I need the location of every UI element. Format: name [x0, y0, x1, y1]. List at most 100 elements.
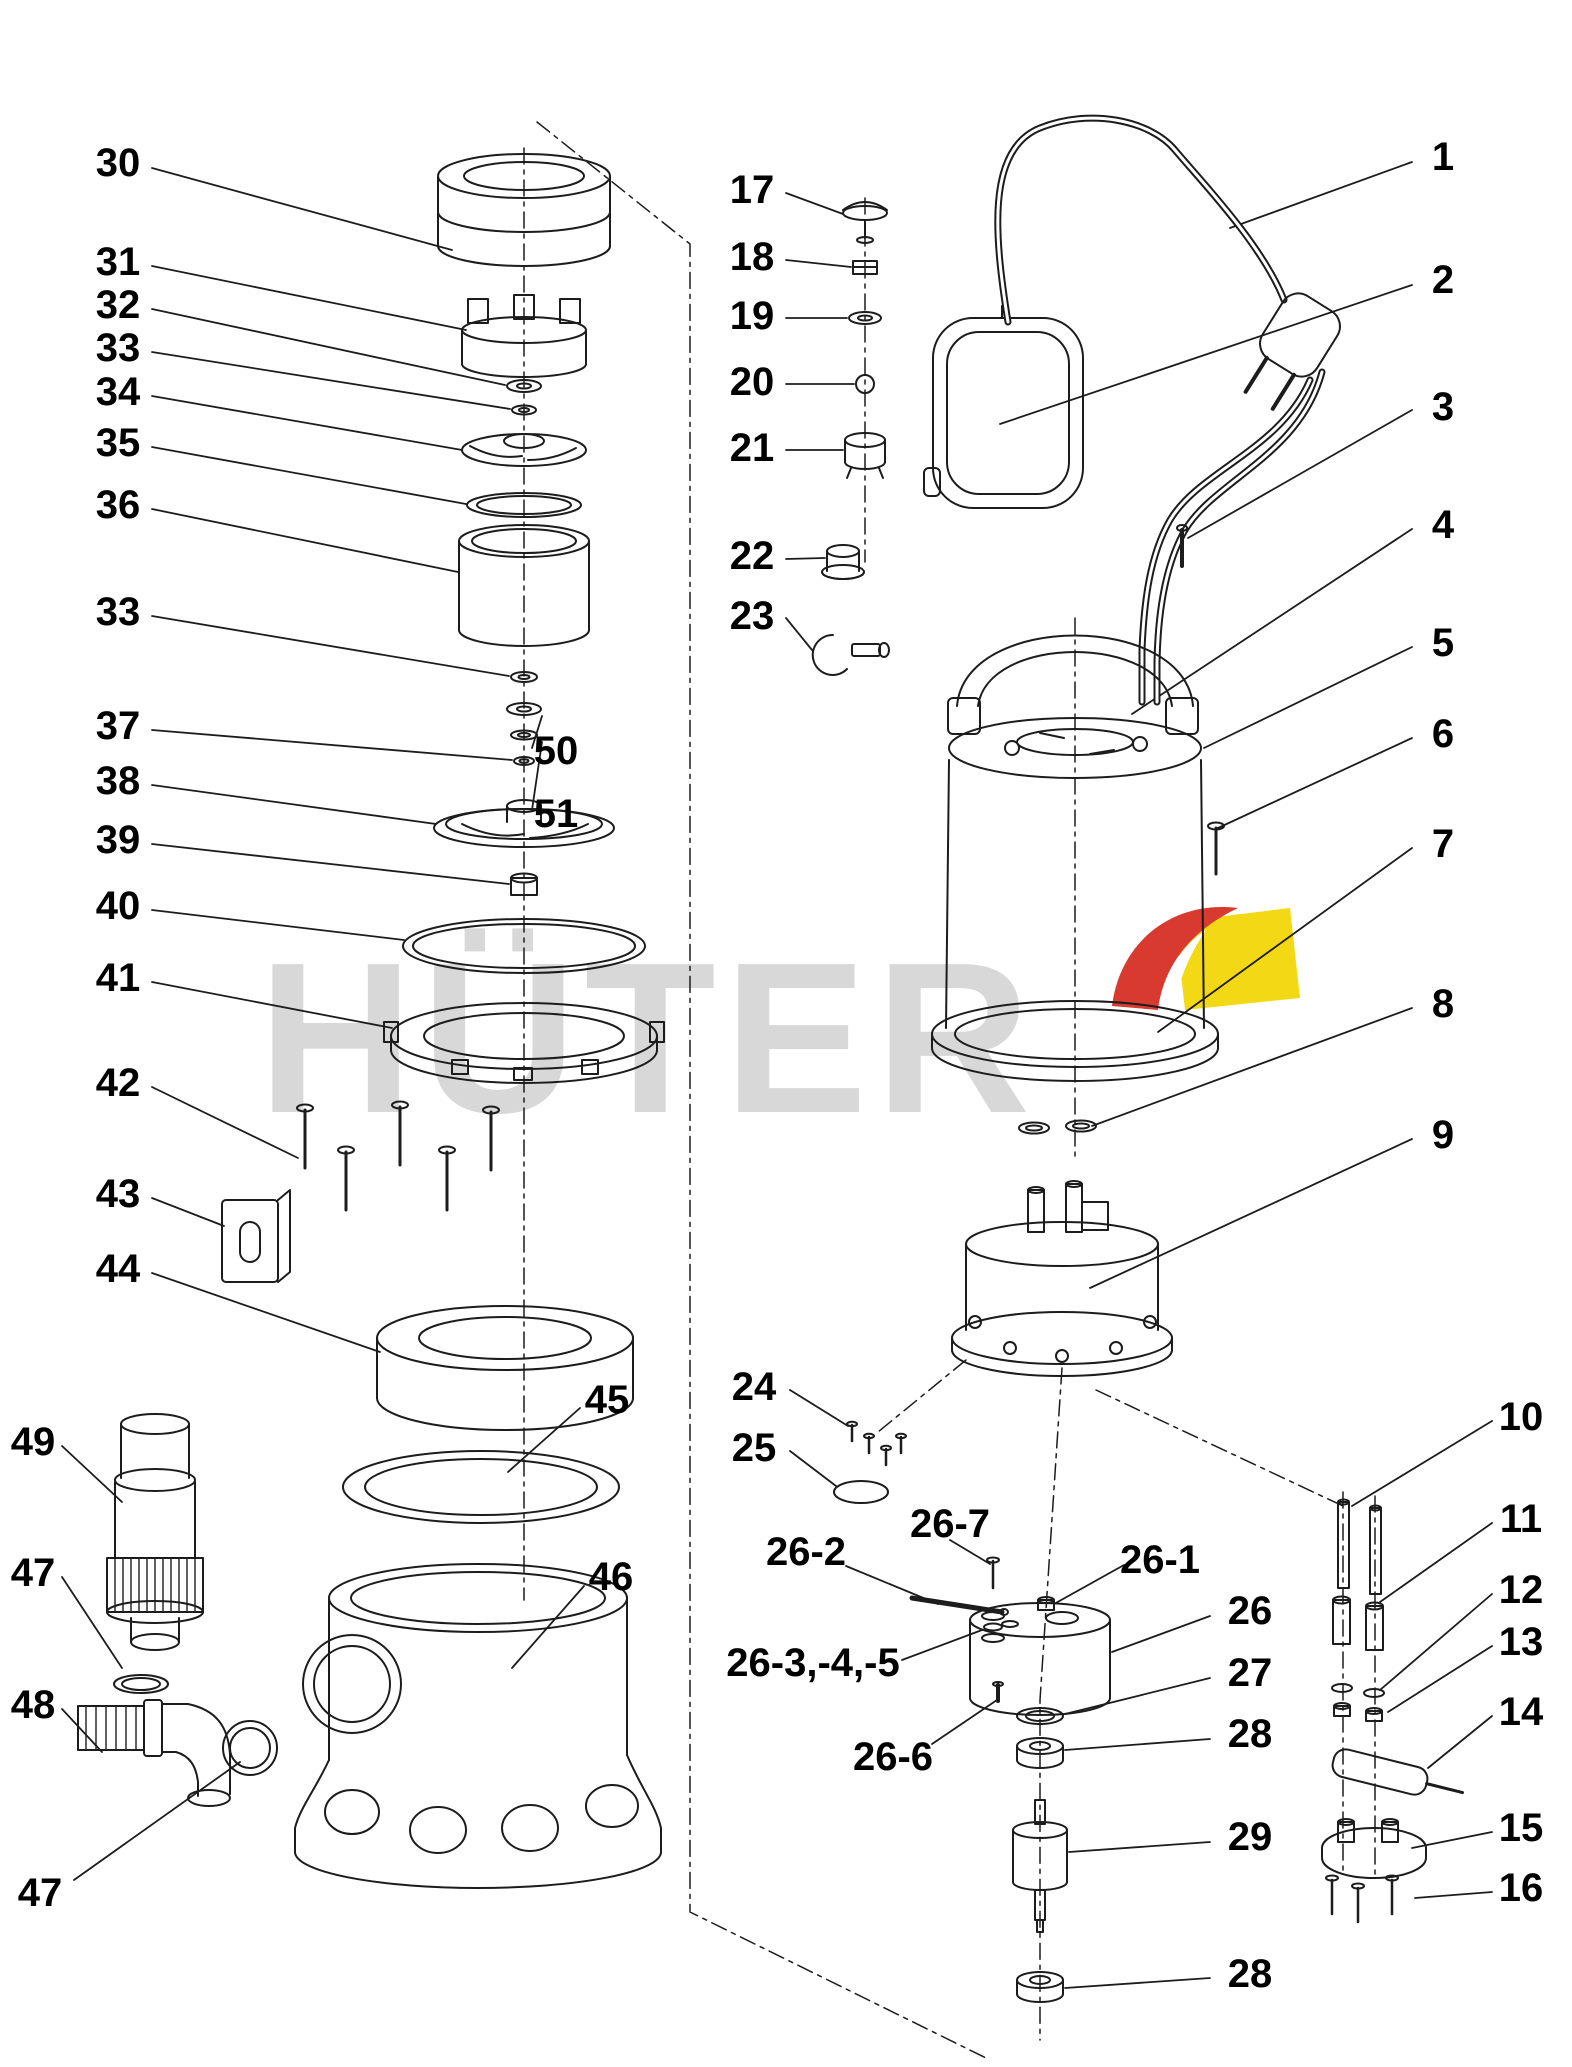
part-label-48: 48: [10, 1683, 56, 1727]
part-label-21: 21: [729, 426, 775, 470]
center-assembly: [811, 114, 1341, 2003]
part-label-36: 36: [95, 483, 141, 527]
part-label-4: 4: [1431, 503, 1455, 547]
part-43-bracket: [221, 1189, 291, 1283]
part-50-washer: [506, 702, 542, 716]
logo-white-gap: [1158, 930, 1206, 1010]
part-18-nut: [852, 260, 878, 275]
part-36-cup: [458, 524, 590, 647]
part-47-o-ring-top: [113, 1674, 169, 1694]
left-assembly: [77, 153, 665, 1889]
part-29-rotor: [1012, 1799, 1068, 1933]
part-label-14: 14: [1498, 1690, 1544, 1734]
part-42-screws: [296, 1100, 500, 1212]
part-17-valve-cap: [842, 201, 888, 244]
part-label-19: 19: [729, 294, 775, 338]
part-13-nuts: [1333, 1702, 1383, 1722]
part-27-seal-ring: [1016, 1707, 1064, 1725]
part-label-25: 25: [731, 1426, 777, 1470]
part-label-24: 24: [731, 1365, 777, 1409]
part-label-6: 6: [1431, 712, 1455, 756]
part-label-34: 34: [95, 370, 141, 414]
part-label-15: 15: [1498, 1806, 1544, 1850]
part-26-1-grommet: [1037, 1596, 1055, 1611]
part-11-sleeves: [1332, 1595, 1384, 1651]
part-label-9: 9: [1431, 1113, 1455, 1157]
part-44-bearing-ring: [376, 1305, 634, 1431]
part-label-26-2: 26-2: [765, 1530, 847, 1574]
part-19-washer: [848, 311, 882, 325]
part-label-28: 28: [1227, 1712, 1273, 1756]
part-label-45: 45: [584, 1378, 630, 1422]
part-26-3-4-5-washers: [981, 1611, 1005, 1643]
part-49-hose-connector: [106, 1413, 204, 1651]
part-label-10: 10: [1498, 1395, 1544, 1439]
part-label-41: 41: [95, 956, 141, 1000]
logo-yellow-square: [1175, 908, 1300, 1010]
part-41-seal-ring: [383, 1002, 665, 1084]
part-3-pin: [1176, 524, 1188, 568]
part-label-18: 18: [729, 235, 775, 279]
part-10-rods: [1337, 1498, 1382, 1595]
part-33b-washer: [510, 671, 538, 683]
part-label-11: 11: [1499, 1497, 1543, 1541]
part-51-spring-washer: [510, 729, 538, 741]
part-label-26-1: 26-1: [1119, 1538, 1201, 1582]
part-24-screws: [846, 1420, 907, 1467]
part-33-washer: [511, 404, 537, 416]
brand-logo: [1112, 907, 1300, 1010]
part-28-bearing-lower: [1016, 1971, 1064, 2003]
part-label-27: 27: [1227, 1651, 1273, 1695]
part-label-39: 39: [95, 818, 141, 862]
part-label-33: 33: [95, 590, 141, 634]
part-label-16: 16: [1498, 1866, 1544, 1910]
part-47-o-ring-bottom: [222, 1720, 278, 1776]
part-label-35: 35: [95, 421, 141, 465]
part-label-49: 49: [10, 1420, 56, 1464]
part-label-1: 1: [1431, 135, 1455, 179]
power-plug: [1243, 292, 1341, 411]
part-26-6-electrode-pin: [992, 1681, 1004, 1703]
part-label-26-3,-4,-5: 26-3,-4,-5: [726, 1641, 900, 1685]
part-label-26-7: 26-7: [909, 1502, 991, 1546]
part-25-o-ring: [833, 1480, 889, 1504]
part-label-12: 12: [1498, 1568, 1544, 1612]
part-label-22: 22: [729, 534, 775, 578]
part-label-47: 47: [17, 1871, 63, 1915]
part-label-8: 8: [1431, 982, 1455, 1026]
part-label-44: 44: [95, 1247, 141, 1291]
part-label-32: 32: [95, 283, 141, 327]
part-28-bearing-upper: [1016, 1737, 1064, 1769]
part-label-47: 47: [10, 1551, 56, 1595]
part-1-power-cable: [994, 114, 1341, 706]
part-label-26-6: 26-6: [852, 1735, 934, 1779]
part-label-51: 51: [533, 792, 579, 836]
part-label-43: 43: [95, 1172, 141, 1216]
watermark-text: HÜTER: [258, 917, 1039, 1158]
part-label-13: 13: [1498, 1620, 1544, 1664]
part-label-38: 38: [95, 759, 141, 803]
part-label-40: 40: [95, 884, 141, 928]
logo-red-swoosh: [1112, 907, 1238, 1010]
part-38-impeller: [433, 799, 615, 848]
part-label-46: 46: [588, 1555, 634, 1599]
part-14-cylinder: [1331, 1748, 1464, 1796]
part-8-seals: [1018, 1119, 1097, 1135]
part-40-o-ring: [402, 918, 646, 974]
part-46-volute-housing: [294, 1563, 662, 1889]
part-label-3: 3: [1431, 385, 1455, 429]
part-label-2: 2: [1431, 258, 1455, 302]
part-6-screw: [1207, 821, 1225, 876]
part-22-grommet: [821, 544, 865, 580]
part-37-washer: [513, 756, 535, 766]
leader-lines: [61, 161, 1493, 1989]
part-35-ring: [466, 492, 582, 518]
part-20-ball: [855, 374, 875, 394]
part-label-23: 23: [729, 594, 775, 638]
part-16-screws: [1325, 1874, 1399, 1924]
part-label-20: 20: [729, 360, 775, 404]
part-label-37: 37: [95, 704, 141, 748]
